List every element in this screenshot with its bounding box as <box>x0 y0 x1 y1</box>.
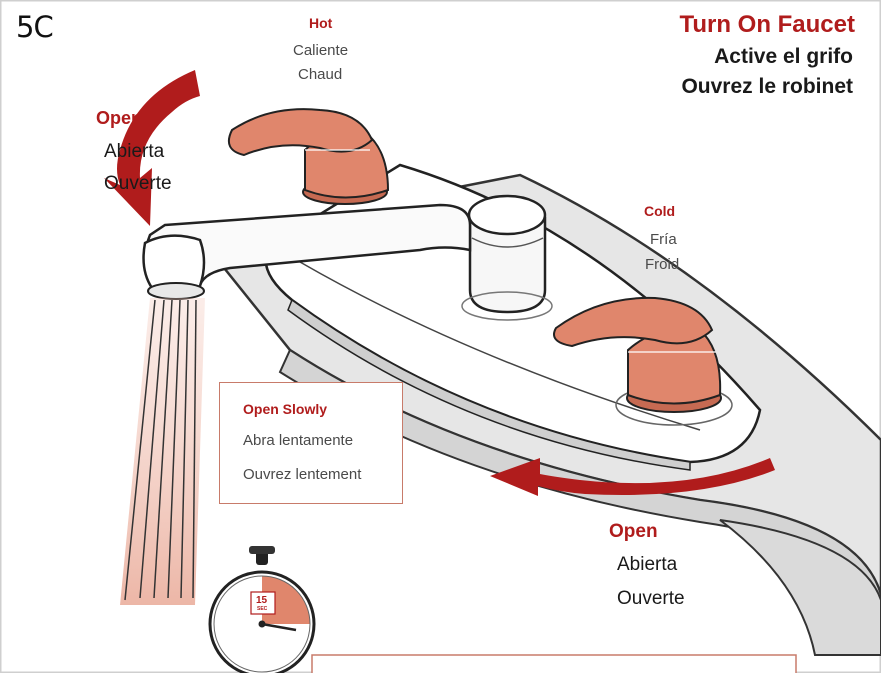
cold-label-english: Cold <box>644 203 676 219</box>
faucet-center-body <box>461 194 553 321</box>
title-english: Turn On Faucet <box>679 11 855 38</box>
hot-label-french: Chaud <box>298 66 343 83</box>
water-stream <box>120 298 205 605</box>
open-slowly-english: Open Slowly <box>243 401 328 417</box>
open-right-spanish: Abierta <box>617 554 678 575</box>
open-left-english: Open <box>96 108 143 128</box>
next-step-box <box>311 654 797 673</box>
timer-unit: SEC <box>257 606 268 612</box>
step-label: 5C <box>16 10 54 44</box>
hot-label-spanish: Caliente <box>293 42 349 59</box>
stopwatch-icon <box>208 546 316 673</box>
faucet-spout <box>142 203 472 300</box>
rotate-arrow-icon <box>490 458 775 496</box>
hot-label-english: Hot <box>309 15 333 31</box>
open-right-english: Open <box>609 521 658 542</box>
timer-value: 15 <box>256 595 268 606</box>
rotate-arrow-icon <box>104 70 200 226</box>
cold-label-spanish: Fría <box>650 231 677 248</box>
title-french: Ouvrez le robinet <box>681 75 853 98</box>
cold-label-french: Froid <box>645 256 680 273</box>
hot-handle <box>228 108 390 205</box>
open-left-french: Ouverte <box>104 173 172 194</box>
open-slowly-spanish: Abra lentamente <box>243 432 354 449</box>
cold-handle <box>553 296 733 426</box>
open-slowly-box <box>219 382 403 504</box>
open-slowly-french: Ouvrez lentement <box>243 466 362 483</box>
open-right-french: Ouverte <box>617 588 685 609</box>
title-spanish: Active el grifo <box>714 45 853 68</box>
open-left-spanish: Abierta <box>104 141 165 162</box>
